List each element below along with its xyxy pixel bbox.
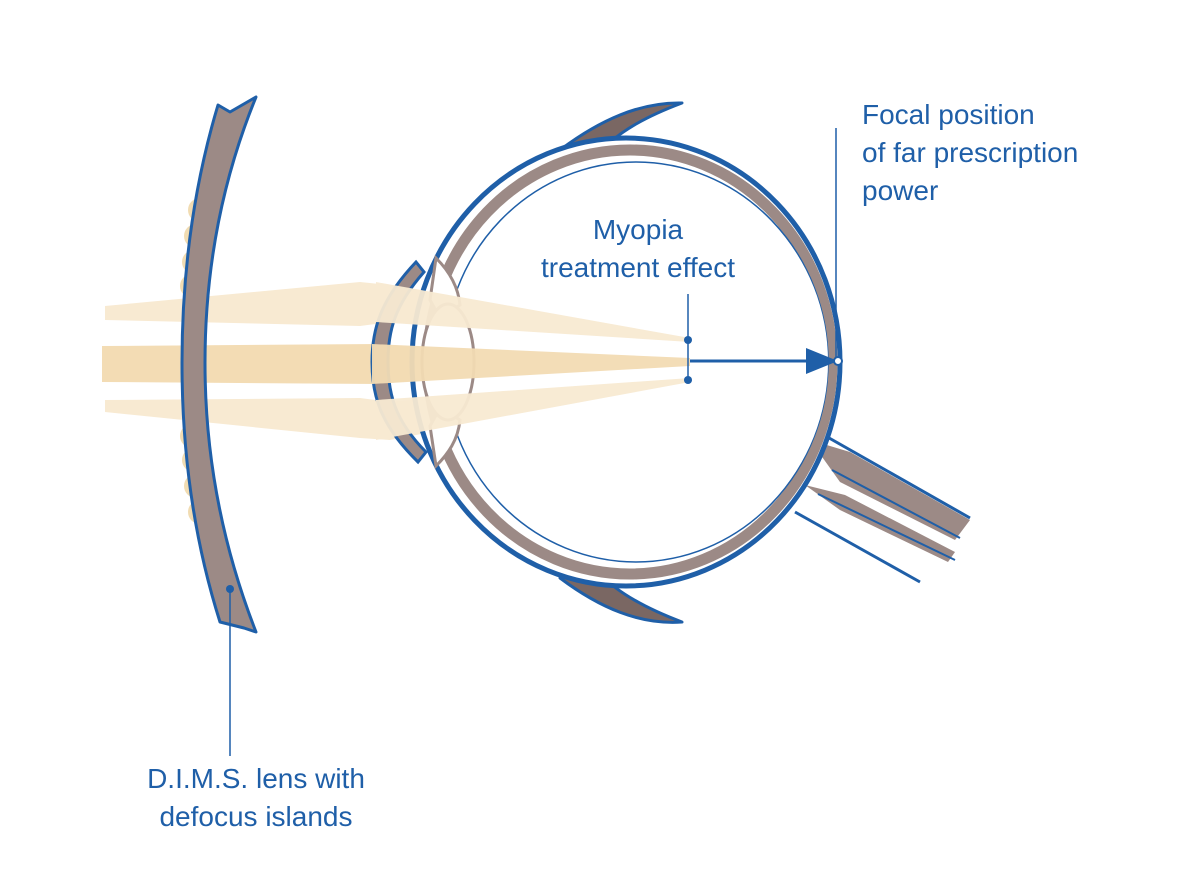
myopia-label-line-2: treatment effect bbox=[540, 252, 736, 283]
focal-arrow bbox=[690, 348, 838, 374]
dims-lens-label: D.I.M.S. lens with defocus islands bbox=[108, 760, 404, 836]
dims-spectacle-lens bbox=[180, 95, 258, 634]
myopia-label-line-1: Myopia bbox=[592, 214, 684, 245]
focal-point-dot bbox=[833, 356, 843, 366]
optic-nerve-sheath bbox=[810, 440, 970, 540]
myopia-treatment-marker bbox=[684, 294, 692, 384]
dims-label-line-2: defocus islands bbox=[159, 801, 353, 832]
myopia-treatment-label: Myopia treatment effect bbox=[490, 211, 786, 287]
lower-eyelid bbox=[558, 572, 684, 624]
focal-position-line-3: power bbox=[862, 175, 939, 206]
optic-nerve bbox=[794, 428, 971, 584]
focal-position-line-2: of far prescription bbox=[862, 137, 1079, 168]
defocus-point-top bbox=[684, 336, 692, 344]
dims-label-line-1: D.I.M.S. lens with bbox=[147, 763, 365, 794]
beams-inside-eye bbox=[372, 282, 690, 440]
focal-position-label: Focal position of far prescription power bbox=[862, 96, 1078, 210]
defocus-point-bottom bbox=[684, 376, 692, 384]
focal-position-line-1: Focal position bbox=[862, 99, 1035, 130]
